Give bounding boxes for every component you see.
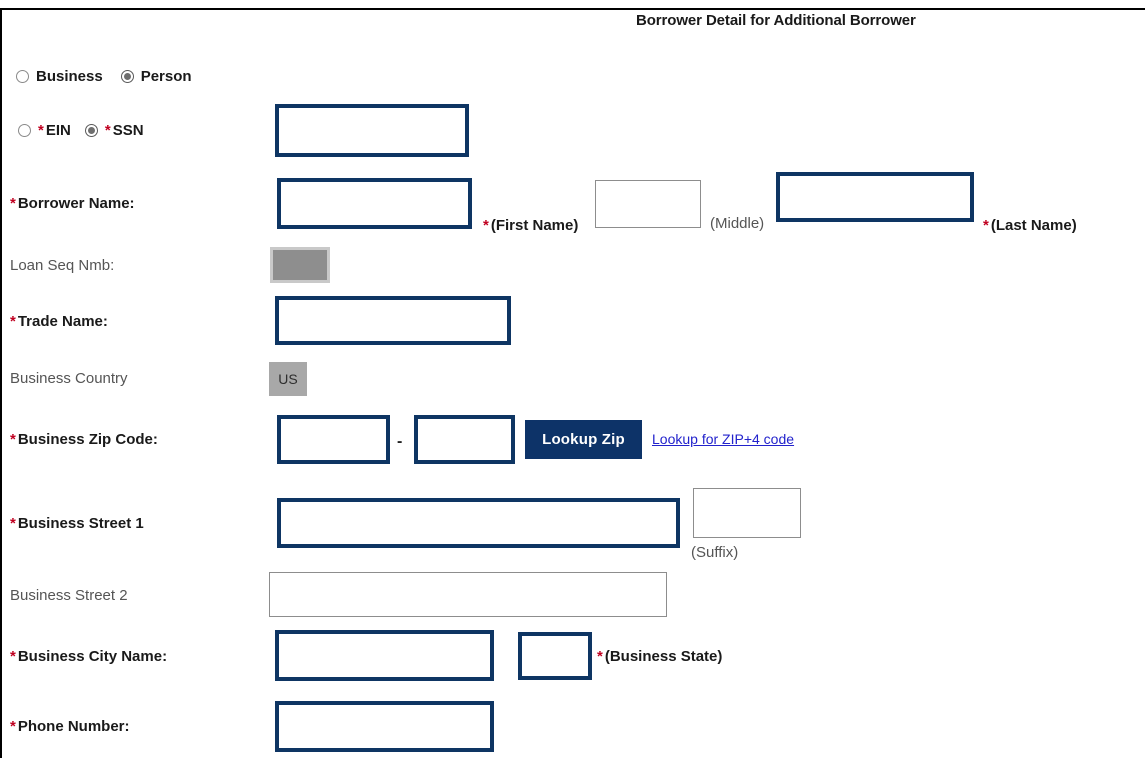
business-country-label: Business Country xyxy=(10,370,128,387)
radio-business-label: Business xyxy=(36,68,103,85)
radio-ein[interactable] xyxy=(18,124,31,137)
trade-name-label: *Trade Name: xyxy=(10,313,108,330)
zip-separator: - xyxy=(397,433,403,450)
page-title: Borrower Detail for Additional Borrower xyxy=(636,12,916,29)
middle-name-input[interactable] xyxy=(595,180,701,228)
middle-name-hint: (Middle) xyxy=(710,215,765,232)
last-name-input[interactable] xyxy=(776,172,974,222)
first-name-input[interactable] xyxy=(277,178,472,229)
radio-ssn-text: SSN xyxy=(112,122,144,139)
lookup-zip-button[interactable]: Lookup Zip xyxy=(525,420,642,459)
last-name-hint: *(Last Name) xyxy=(983,217,1077,234)
business-street-1-label: *Business Street 1 xyxy=(10,515,144,532)
radio-person-label: Person xyxy=(140,68,192,85)
business-country-input xyxy=(269,362,307,396)
business-state-hint: *(Business State) xyxy=(597,648,723,665)
radio-ein-text: EIN xyxy=(45,122,71,139)
business-street-suffix-input[interactable] xyxy=(693,488,801,538)
business-street-2-input[interactable] xyxy=(269,572,667,617)
loan-seq-nmb-input xyxy=(270,247,330,283)
business-zip-label: *Business Zip Code: xyxy=(10,431,158,448)
tax-id-input[interactable] xyxy=(275,104,469,157)
business-zip4-input[interactable] xyxy=(414,415,515,464)
trade-name-input[interactable] xyxy=(275,296,511,345)
borrower-name-label: *Borrower Name: xyxy=(10,195,135,212)
business-street-suffix-hint: (Suffix) xyxy=(691,544,739,561)
loan-seq-nmb-label: Loan Seq Nmb: xyxy=(10,257,115,274)
business-street-1-input[interactable] xyxy=(277,498,680,548)
phone-number-input[interactable] xyxy=(275,701,494,752)
business-city-input[interactable] xyxy=(275,630,494,681)
phone-number-label: *Phone Number: xyxy=(10,718,130,735)
first-name-hint: *(First Name) xyxy=(483,217,579,234)
radio-ssn[interactable] xyxy=(84,124,98,137)
radio-ein-label: *EIN xyxy=(38,122,71,139)
tax-id-type-radio-group: *EIN *SSN xyxy=(18,123,144,138)
business-zip5-input[interactable] xyxy=(277,415,390,464)
business-state-input[interactable] xyxy=(518,632,592,680)
page-frame-top-border xyxy=(0,8,1145,10)
lookup-zip4-link[interactable]: Lookup for ZIP+4 code xyxy=(652,431,795,447)
radio-business[interactable] xyxy=(16,70,29,83)
radio-ssn-label: *SSN xyxy=(104,122,144,139)
entity-type-radio-group: Business Person xyxy=(16,69,192,84)
page-frame-left-border xyxy=(0,8,2,758)
radio-person[interactable] xyxy=(120,70,134,83)
business-city-label: *Business City Name: xyxy=(10,648,168,665)
business-street-2-label: Business Street 2 xyxy=(10,587,128,604)
